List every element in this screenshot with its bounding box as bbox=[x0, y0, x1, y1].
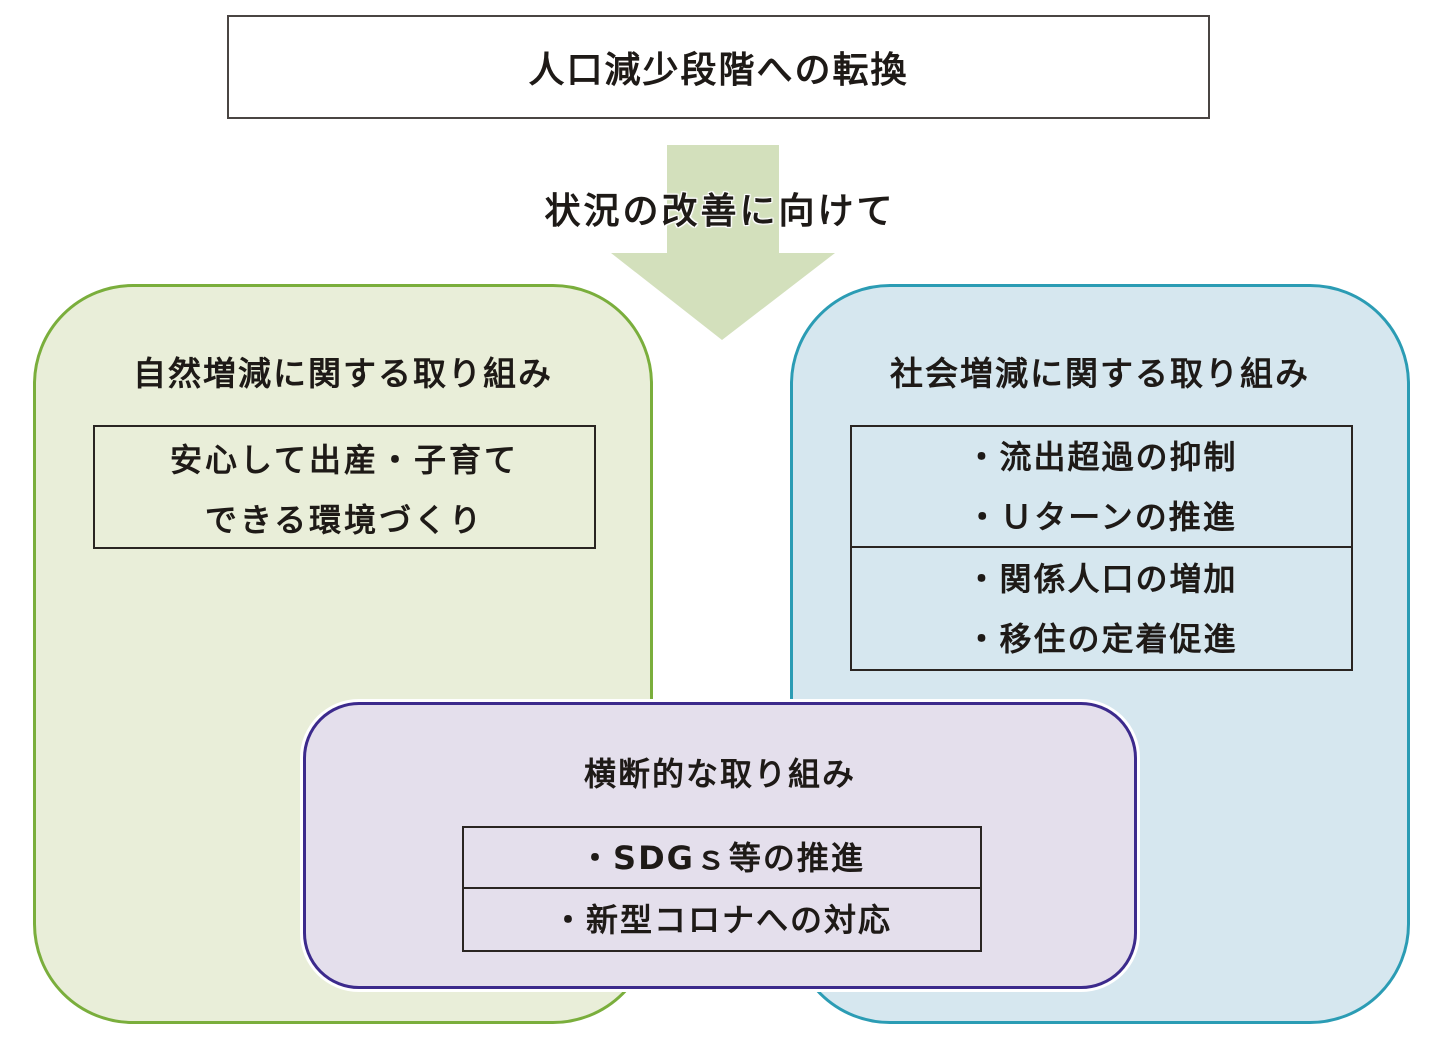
cross-cutting-section: ・SDGｓ等の推進 bbox=[464, 828, 980, 889]
social-change-item: ・関係人口の増加 bbox=[965, 559, 1238, 598]
social-change-item: ・Ｕターンの推進 bbox=[966, 497, 1237, 536]
natural-change-line: できる環境づくり bbox=[204, 501, 485, 539]
cross-cutting-item: ・SDGｓ等の推進 bbox=[579, 838, 865, 877]
social-change-section: ・流出超過の抑制 ・Ｕターンの推進 bbox=[852, 427, 1351, 548]
cross-cutting-box: ・SDGｓ等の推進 ・新型コロナへの対応 bbox=[462, 826, 982, 952]
social-change-item: ・流出超過の抑制 bbox=[965, 437, 1238, 476]
social-change-title: 社会増減に関する取り組み bbox=[890, 354, 1310, 393]
social-change-box: ・流出超過の抑制 ・Ｕターンの推進 ・関係人口の増加 ・移住の定着促進 bbox=[850, 425, 1353, 671]
natural-change-box: 安心して出産・子育て できる環境づくり bbox=[93, 425, 596, 549]
cross-cutting-section: ・新型コロナへの対応 bbox=[464, 889, 980, 950]
natural-change-title: 自然増減に関する取り組み bbox=[133, 354, 553, 393]
heading-box: 人口減少段階への転換 bbox=[227, 15, 1210, 119]
arrow-label: 状況の改善に向けて bbox=[544, 191, 896, 232]
heading-title: 人口減少段階への転換 bbox=[528, 50, 909, 91]
down-arrow-shape bbox=[611, 145, 835, 340]
social-change-item: ・移住の定着促進 bbox=[965, 619, 1238, 658]
cross-cutting-item: ・新型コロナへの対応 bbox=[551, 900, 892, 939]
natural-change-line: 安心して出産・子育て bbox=[169, 441, 520, 479]
cross-cutting-title: 横断的な取り組み bbox=[583, 755, 856, 793]
cross-cutting-panel: 横断的な取り組み ・SDGｓ等の推進 ・新型コロナへの対応 bbox=[303, 702, 1137, 989]
social-change-section: ・関係人口の増加 ・移住の定着促進 bbox=[852, 548, 1351, 669]
